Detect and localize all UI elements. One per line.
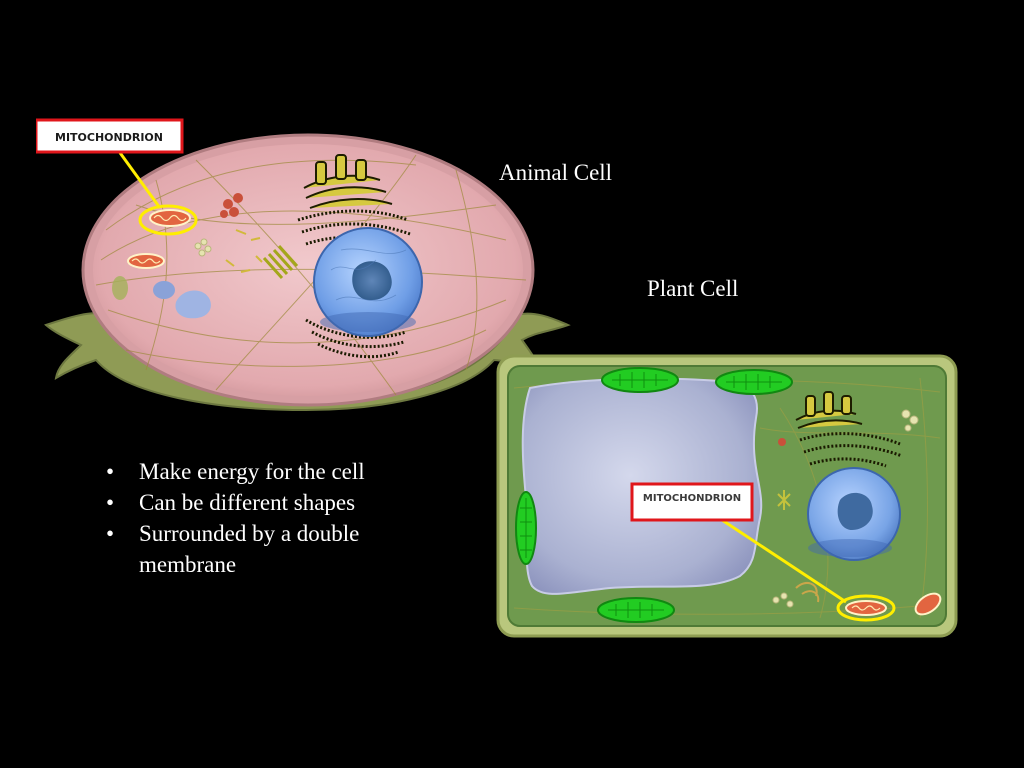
chloroplast-top-2 — [715, 369, 793, 395]
bullet-item: Can be different shapes — [106, 487, 436, 518]
mitochondrion-right — [914, 592, 942, 616]
bullet-item: Surrounded by a double membrane — [106, 518, 436, 580]
animal-cell-illustration: MITOCHONDRION — [36, 118, 571, 412]
mitochondrion-lower — [127, 253, 165, 269]
callout-label: MITOCHONDRION — [643, 493, 741, 504]
mitochondrion-highlighted — [845, 600, 887, 616]
golgi-apparatus — [795, 391, 863, 429]
animal-cell-diagram: MITOCHONDRION — [36, 110, 576, 430]
mitochondrion-facts-list: Make energy for the cell Can be differen… — [106, 456, 436, 580]
peroxisome — [112, 276, 128, 300]
callout-pointer-line — [116, 149, 162, 209]
centrioles — [777, 490, 791, 510]
ribosome-fragments — [225, 229, 263, 273]
plant-cell-diagram: MITOCHONDRION — [490, 348, 964, 642]
bullet-item: Make energy for the cell — [106, 456, 436, 487]
callout-label: MITOCHONDRION — [55, 131, 163, 144]
plant-cell-illustration: MITOCHONDRION — [496, 354, 958, 638]
rough-endoplasmic-reticulum — [799, 432, 903, 468]
nucleolus — [352, 261, 392, 301]
chloroplast-bottom — [597, 597, 675, 623]
nuclear-envelope-shadow — [320, 312, 416, 332]
callout-label-background — [630, 482, 754, 522]
lysosomes — [220, 193, 243, 218]
nucleus-shadow — [808, 539, 892, 557]
chloroplast-left — [515, 491, 537, 565]
chromatin — [330, 248, 407, 302]
mitochondrion-highlight-ring — [138, 204, 198, 236]
mitochondrion-highlight-ring — [836, 594, 896, 622]
vacuole-small — [153, 281, 175, 299]
golgi-apparatus — [303, 154, 393, 209]
vesicles — [194, 238, 212, 257]
nucleolus — [837, 492, 873, 530]
mitochondrion-highlighted — [149, 209, 191, 227]
smooth-er — [795, 581, 820, 603]
chloroplast-top-1 — [601, 367, 679, 393]
callout-label-background — [36, 118, 184, 154]
cytoplasm — [93, 144, 523, 396]
centrioles — [262, 244, 299, 280]
callout-pointer-line — [721, 518, 847, 604]
lysosomes — [778, 438, 786, 446]
vacuole-large — [175, 290, 211, 319]
plant-cell-caption: Plant Cell — [647, 276, 739, 301]
animal-cell-caption: Animal Cell — [499, 160, 613, 185]
vesicles — [772, 409, 919, 608]
